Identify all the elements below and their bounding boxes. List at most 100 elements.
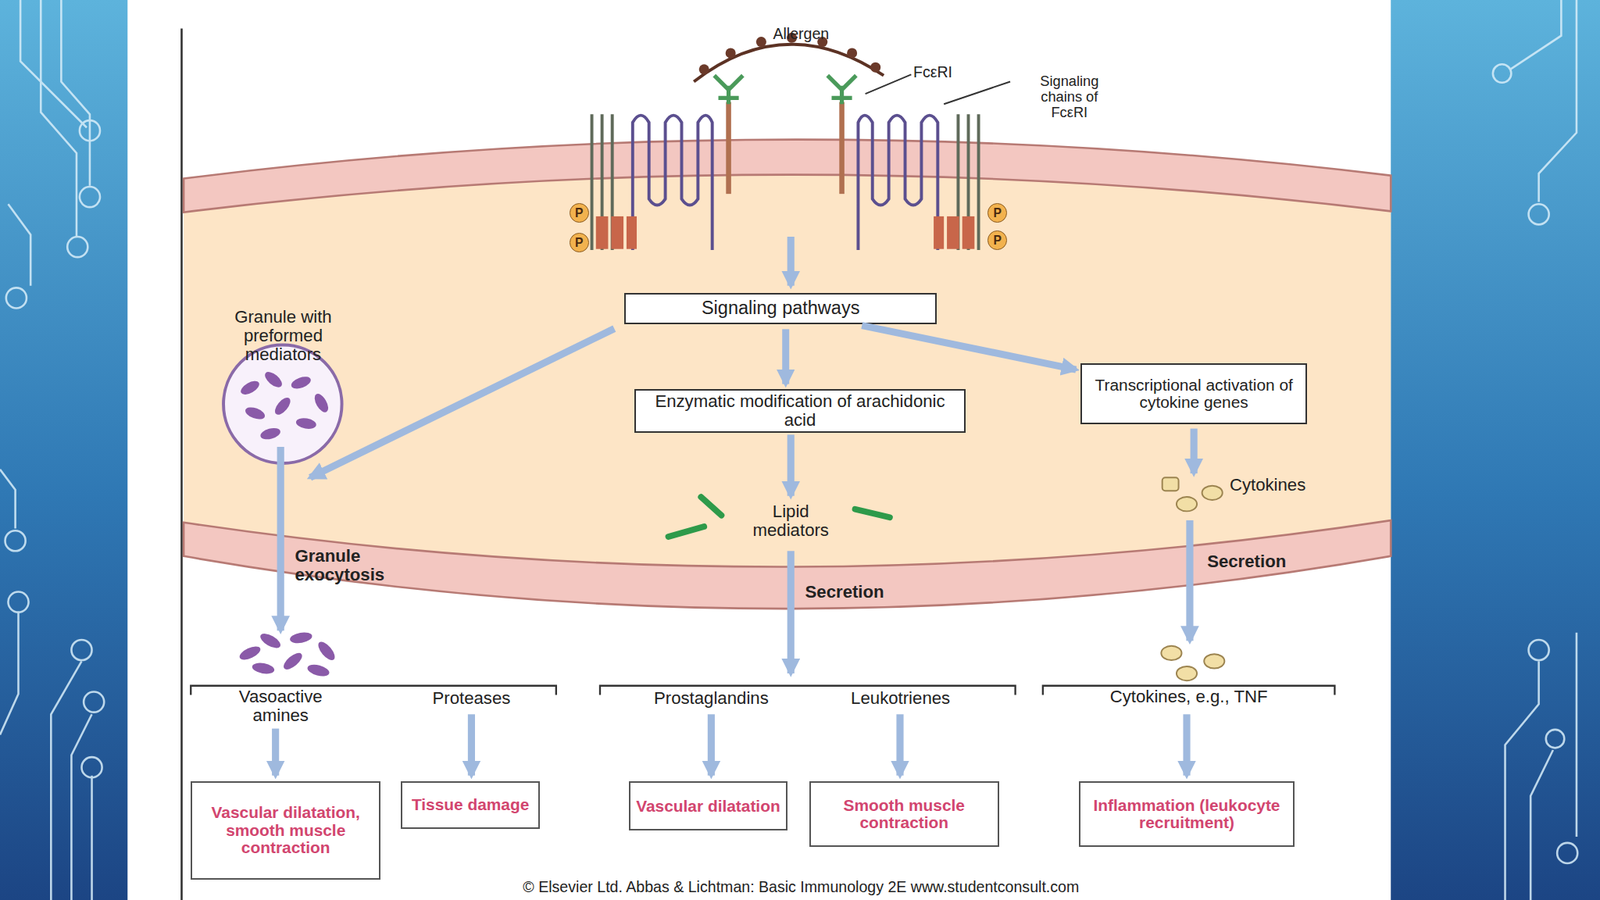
flow-arrow (787, 434, 795, 496)
flow-arrow (277, 446, 285, 631)
circuit-node (1492, 64, 1512, 83)
side-panel (1390, 0, 1600, 900)
flow-arrow (1185, 520, 1193, 641)
cytokine (1162, 477, 1179, 491)
cytokine (1160, 646, 1182, 661)
circuit-line (0, 612, 93, 900)
outcome-box: Tissue damage (400, 781, 540, 829)
outcome-box: Inflammation (leukocyte recruitment) (1078, 781, 1296, 847)
process-label: Secretion (1207, 552, 1350, 572)
node-text: Tissue damage (411, 796, 529, 815)
mediator (259, 425, 283, 441)
part-label: Lipid mediators (734, 502, 847, 540)
lipid (668, 526, 705, 537)
node-text: Signaling pathways (701, 298, 861, 318)
mediator-label: Leukotrienes (816, 689, 986, 708)
phosphate-mark: P (569, 232, 590, 253)
cytokine (1176, 666, 1197, 681)
mediator (251, 661, 276, 676)
epitope (870, 62, 881, 73)
circuit-line (20, 0, 87, 128)
part-label: Granule with preformed mediators (203, 307, 362, 365)
process-box: Enzymatic modification of arachidonic ac… (634, 389, 965, 433)
circuit-line (7, 203, 31, 286)
mediator (289, 630, 314, 645)
circuit-line (1505, 632, 1577, 900)
flow-arrow (271, 728, 279, 776)
epitope (846, 47, 858, 58)
granule-contents (238, 368, 331, 441)
mediator-label: Vasoactive amines (212, 687, 350, 725)
flow-arrow (467, 714, 475, 775)
flow-arrow (1182, 714, 1190, 775)
node-text: Vascular dilatation (635, 797, 780, 816)
mediator (315, 639, 338, 663)
node-text: Enzymatic modification of arachidonic ac… (640, 392, 959, 430)
mediator (306, 662, 331, 679)
cytokine-molecules (1160, 477, 1225, 681)
circuit-node (79, 186, 100, 208)
phosphate-mark: P (987, 230, 1008, 250)
circuit-node (71, 639, 92, 661)
mediator (281, 650, 305, 672)
epitope (699, 64, 710, 75)
mediator-label: Prostaglandins (612, 689, 811, 708)
circuit-line (60, 0, 90, 186)
flow-arrow (707, 714, 715, 775)
mediator (238, 378, 261, 397)
cytokine (1203, 653, 1225, 668)
phosphate-mark: P (569, 203, 590, 223)
process-box: Signaling pathways (624, 292, 937, 325)
frame-line (180, 28, 183, 900)
circuit-line (0, 469, 16, 529)
mediator (237, 643, 263, 663)
flow-arrows (275, 236, 1195, 776)
mediator (311, 391, 331, 415)
part-label: Cytokines (1229, 475, 1363, 495)
flow-arrow (310, 328, 615, 479)
receptor-cluster (827, 75, 979, 250)
flow-arrow (861, 325, 1076, 371)
process-label: Granule exocytosis (294, 546, 408, 585)
mediator-label: Cytokines, e.g., TNF (1046, 687, 1333, 707)
flow-arrow (1190, 428, 1198, 474)
node-text: Vascular dilatation, smooth muscle contr… (196, 803, 375, 858)
circuit-node (1546, 729, 1565, 749)
outcome-box: Vascular dilatation (628, 781, 789, 831)
allergen-molecule (693, 44, 884, 83)
outcome-box: Vascular dilatation, smooth muscle contr… (190, 781, 381, 879)
circuit-line (40, 0, 77, 237)
node-text: Transcriptional activation of cytokine g… (1086, 376, 1301, 412)
cytokine (1176, 496, 1197, 511)
lipid (855, 509, 890, 518)
node-text: Inflammation (leukocyte recruitment) (1085, 796, 1290, 833)
circuit-node (6, 287, 27, 308)
lipid (700, 496, 722, 516)
mediator (271, 395, 293, 418)
circuit-node (1528, 203, 1550, 225)
node-text: Smooth muscle contraction (815, 796, 993, 833)
flow-arrow (896, 714, 904, 775)
cell-membrane (183, 139, 1391, 213)
cell-cytoplasm (183, 175, 1391, 568)
part-label: Signaling chains of FcεRI (1022, 73, 1117, 120)
epitope (725, 47, 736, 58)
released-mediators (237, 630, 338, 679)
phosphate-mark: P (987, 203, 1008, 223)
mediator (262, 368, 285, 390)
circuit-line (1510, 0, 1577, 203)
outcome-box: Smooth muscle contraction (809, 781, 1000, 847)
epitope (756, 36, 767, 47)
part-label: FcεRI (913, 64, 995, 81)
cytokine (1202, 485, 1223, 500)
circuit-node (83, 692, 104, 713)
circuit-node (1528, 639, 1550, 661)
copyright-note: © Elsevier Ltd. Abbas & Lichtman: Basic … (255, 878, 1348, 896)
circuit-node (81, 757, 102, 778)
flow-arrow (782, 328, 790, 384)
receptor-cluster (592, 75, 743, 250)
